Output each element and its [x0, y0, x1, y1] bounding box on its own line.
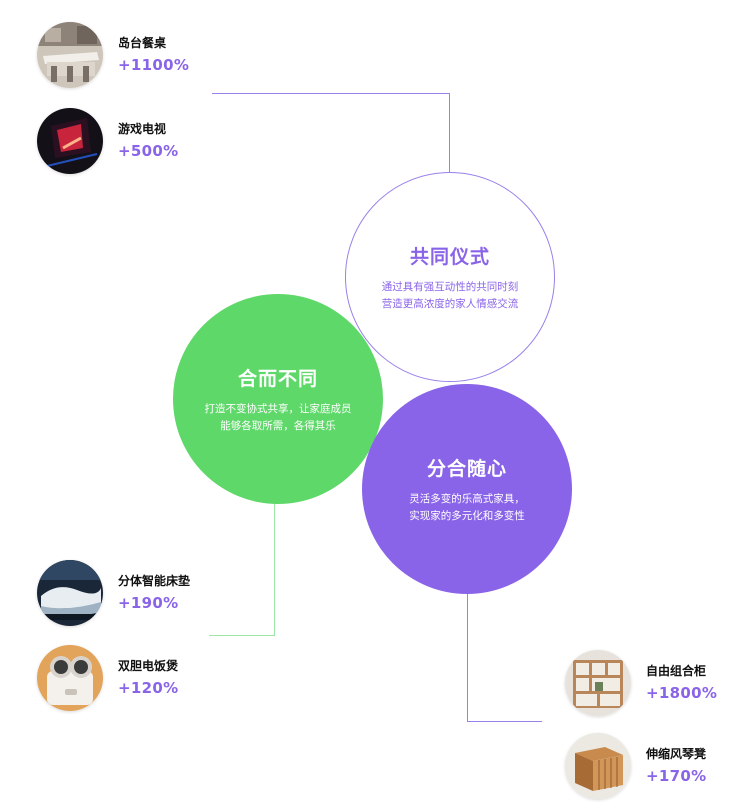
circle-harmony-line-2: 能够各取所需，各得其乐	[220, 419, 336, 432]
product-item-island-table: 岛台餐桌 +1100%	[37, 22, 189, 88]
circle-harmony-title: 合而不同	[237, 367, 318, 390]
product-growth: +1800%	[646, 683, 718, 702]
product-growth: +170%	[646, 766, 707, 785]
circle-flexible: 分合随心 灵活多变的乐高式家具， 实现家的多元化和多变性	[362, 384, 572, 594]
product-item-modular-cabinet: 自由组合柜 +1800%	[565, 650, 717, 716]
connector-line-harmony-h	[209, 635, 275, 636]
product-growth: +120%	[118, 678, 179, 697]
product-name: 伸缩风琴凳	[646, 746, 707, 761]
connector-line-ritual-v	[449, 93, 450, 173]
product-name: 自由组合柜	[646, 663, 707, 678]
circle-ritual-line-2: 营造更高浓度的家人情感交流	[381, 297, 519, 310]
gaming-tv-image	[37, 108, 103, 174]
product-name: 双胆电饭煲	[118, 658, 179, 673]
product-item-rice-cooker: 双胆电饭煲 +120%	[37, 645, 178, 711]
product-growth: +190%	[118, 593, 179, 612]
connector-line-harmony-v	[274, 500, 275, 636]
circle-flexible-line-1: 灵活多变的乐高式家具，	[409, 492, 525, 505]
product-item-gaming-tv: 游戏电视 +500%	[37, 108, 178, 174]
product-name: 岛台餐桌	[118, 35, 167, 50]
circle-flexible-title: 分合随心	[426, 457, 507, 480]
circle-harmony-line-1: 打造不变协式共享，让家庭成员	[204, 402, 352, 415]
connector-line-flexible-v	[467, 588, 468, 722]
circle-ritual-line-1: 通过具有强互动性的共同时刻	[381, 280, 519, 293]
product-item-smart-mattress: 分体智能床垫 +190%	[37, 560, 190, 626]
circle-ritual: 共同仪式 通过具有强互动性的共同时刻 营造更高浓度的家人情感交流	[345, 172, 555, 382]
connector-line-ritual-h	[212, 93, 450, 94]
product-growth: +500%	[118, 141, 179, 160]
product-item-accordion-stool: 伸缩风琴凳 +170%	[565, 733, 706, 799]
rice-cooker-image	[37, 645, 103, 711]
circle-flexible-line-2: 实现家的多元化和多变性	[409, 509, 525, 522]
smart-mattress-image	[37, 560, 103, 626]
modular-cabinet-image	[565, 650, 631, 716]
product-name: 游戏电视	[118, 121, 167, 136]
accordion-stool-image	[565, 733, 631, 799]
connector-line-flexible-h	[467, 721, 542, 722]
circle-ritual-title: 共同仪式	[409, 245, 490, 268]
product-growth: +1100%	[118, 55, 190, 74]
circle-harmony: 合而不同 打造不变协式共享，让家庭成员 能够各取所需，各得其乐	[173, 294, 383, 504]
product-name: 分体智能床垫	[118, 573, 191, 588]
kitchen-island-table-image	[37, 22, 103, 88]
